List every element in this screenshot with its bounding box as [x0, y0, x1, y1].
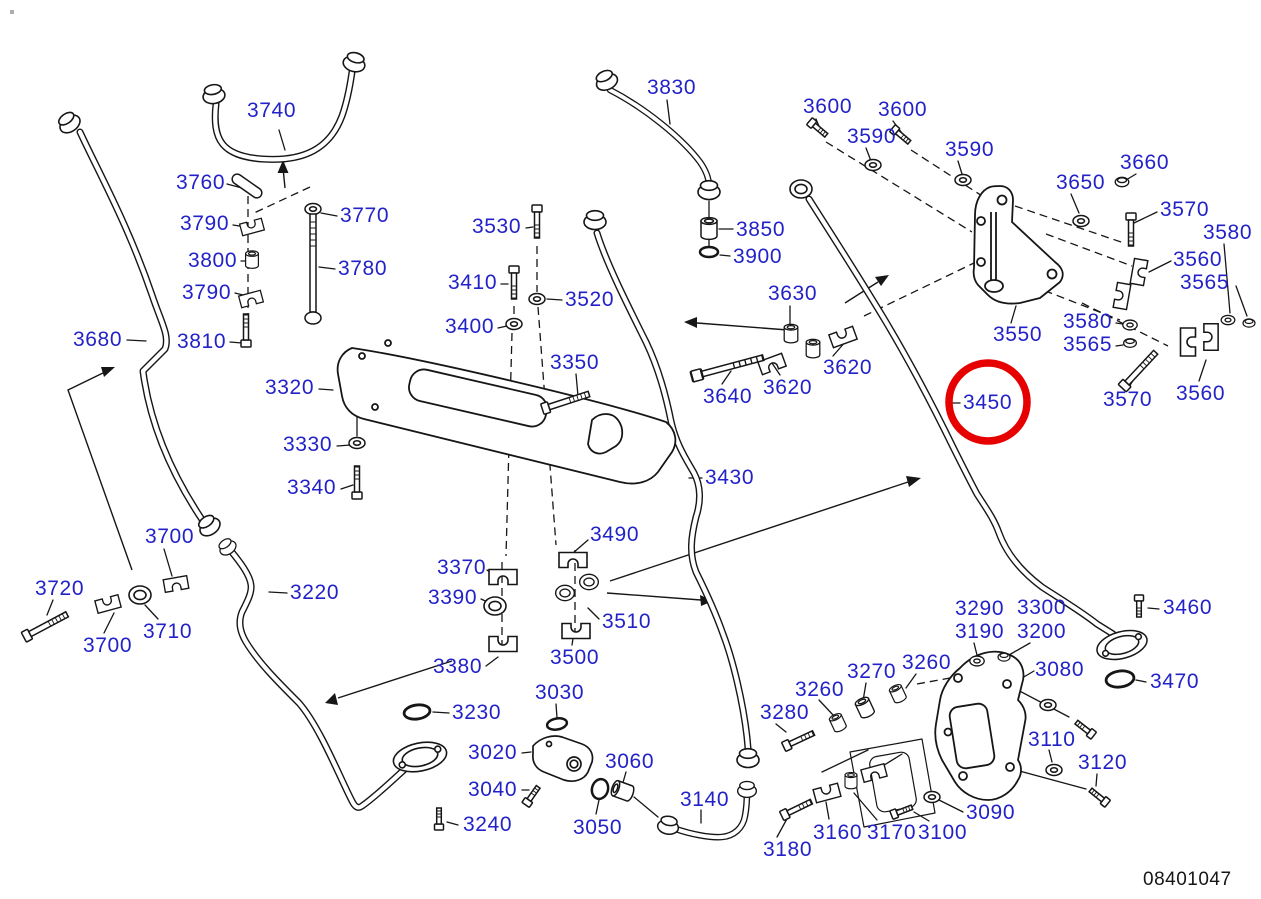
- leader-lines: [46, 99, 1248, 838]
- pipes: [76, 68, 1117, 841]
- scan-artifact-dot: [10, 10, 14, 14]
- bracket-3320: [336, 339, 677, 485]
- hardware: [20, 116, 1256, 831]
- doc-number: 08401047: [1143, 869, 1232, 890]
- highlight-circle: [945, 359, 1031, 445]
- bracket-3550: [972, 185, 1064, 305]
- plate-3080: [934, 650, 1027, 801]
